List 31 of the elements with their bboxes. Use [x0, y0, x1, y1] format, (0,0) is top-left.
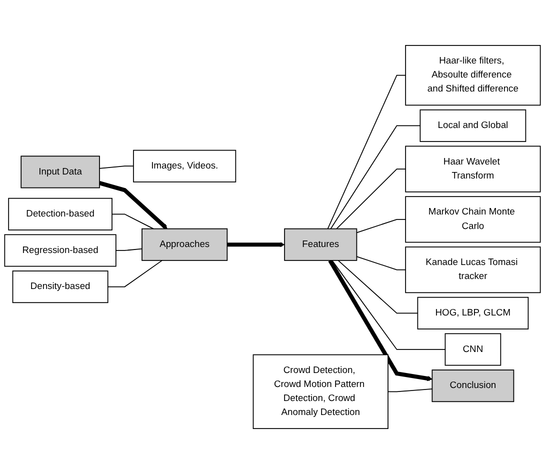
connector: [327, 74, 406, 230]
node-box: Kanade Lucas Tomasi tracker: [405, 246, 541, 294]
connector: [336, 168, 406, 230]
connector: [99, 166, 134, 169]
connector: [356, 218, 406, 234]
node-box: Markov Chain Monte Carlo: [405, 196, 541, 243]
node-box: CNN: [444, 333, 502, 366]
node-box: Crowd Detection, Crowd Motion Pattern Detection, Crowd Anomaly Detection: [252, 354, 388, 429]
node-box: Haar-like filters, Absoulte difference and Shifted difference: [405, 45, 541, 106]
arrow: [227, 242, 285, 248]
node-box: Density-based: [12, 270, 108, 304]
connector: [112, 214, 154, 230]
connector: [356, 256, 406, 270]
connector: [330, 125, 421, 230]
arrow: [98, 181, 168, 230]
connector: [388, 388, 433, 392]
connector: [115, 248, 142, 251]
node-box: Conclusion: [432, 370, 514, 402]
connector: [332, 260, 446, 350]
node-box: Haar Wavelet Transform: [405, 146, 541, 192]
node-box: Regression-based: [4, 234, 116, 267]
node-box: Features: [284, 228, 358, 261]
connector: [107, 260, 163, 288]
arrow: [328, 259, 432, 382]
node-box: Local and Global: [420, 109, 526, 142]
node-box: Input Data: [20, 156, 100, 188]
connector: [338, 260, 418, 314]
node-box: Detection-based: [8, 198, 112, 230]
node-box: HOG, LBP, GLCM: [417, 296, 529, 330]
node-box: Approaches: [142, 228, 228, 261]
node-box: Images, Videos.: [133, 150, 236, 182]
